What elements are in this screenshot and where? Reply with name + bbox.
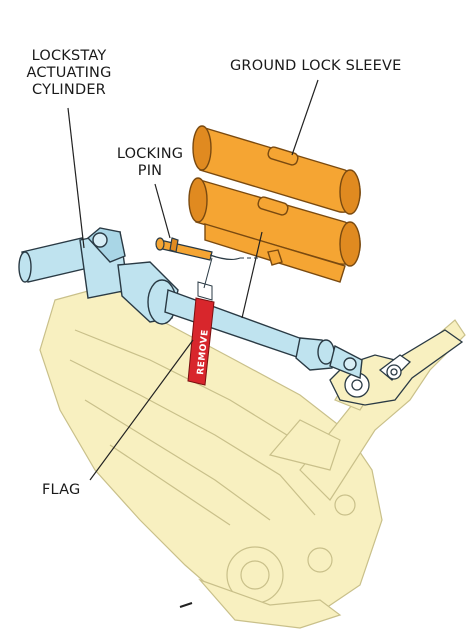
label-locking-pin: LOCKING PIN <box>102 146 198 180</box>
warning-flag: REMOVE <box>187 281 215 386</box>
locking-pin <box>155 237 263 289</box>
leader-lines <box>67 79 319 481</box>
label-lockstay-actuating-cylinder: LOCKSTAY ACTUATING CYLINDER <box>10 48 128 99</box>
label-ground-lock-sleeve: GROUND LOCK SLEEVE <box>230 58 402 74</box>
label-line: PIN <box>137 163 163 179</box>
ground-lock-sleeve <box>188 125 361 283</box>
label-flag: FLAG <box>42 482 81 498</box>
actuating-cylinder <box>18 227 363 379</box>
leader-sleeve <box>291 79 319 156</box>
leader-flag <box>89 339 194 481</box>
label-line: ACTUATING <box>26 65 112 81</box>
label-line: LOCKING <box>116 146 184 162</box>
label-line: LOCKSTAY <box>31 48 107 64</box>
leader-pin <box>154 183 171 239</box>
leader-sleeve-clip <box>241 231 263 319</box>
leader-lockstay <box>67 107 85 249</box>
gear-structure <box>39 284 466 629</box>
flag-text: REMOVE <box>196 329 211 375</box>
label-line: CYLINDER <box>32 82 106 98</box>
bottom-tick-mark <box>179 602 193 608</box>
